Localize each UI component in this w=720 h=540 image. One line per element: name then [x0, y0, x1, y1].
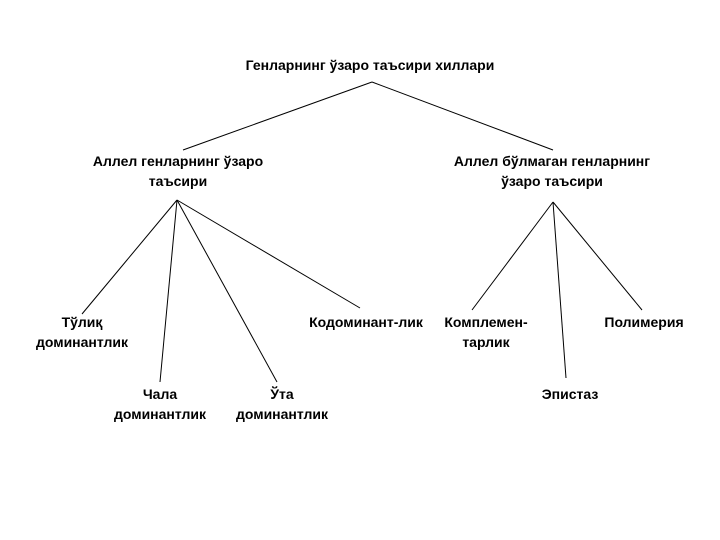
edge-allelic-full	[81, 199, 178, 315]
polymery-label: Полимерия	[604, 314, 684, 330]
complementarity-label-line2: тарлик	[462, 334, 510, 350]
codominance-node: Кодоминант-лик	[296, 312, 436, 332]
edge-nonallelic-complementarity	[471, 201, 554, 311]
full-dominance-label-line1: Тўлиқ	[61, 314, 103, 330]
edge-allelic-codominance	[176, 199, 361, 309]
epistasis-label: Эпистаз	[541, 386, 599, 402]
allelic-label-line2: таъсири	[148, 173, 208, 189]
incomplete-dominance-label-line1: Чала	[142, 386, 178, 402]
epistasis-node: Эпистаз	[510, 384, 630, 404]
edge-root-nonallelic	[371, 81, 554, 151]
complementarity-label-line1: Комплемен-	[444, 314, 528, 330]
overdominance-label-line1: Ўта	[270, 386, 294, 402]
incomplete-dominance-label-line2: доминантлик	[113, 406, 207, 422]
overdominance-node: Ўта доминантлик	[212, 384, 352, 424]
edge-nonallelic-polymery	[552, 201, 643, 311]
full-dominance-label-line2: доминантлик	[35, 334, 129, 350]
nonallelic-label-line2: ўзаро таъсири	[501, 173, 603, 189]
edge-allelic-over	[176, 199, 278, 383]
allelic-label-line1: Аллел генларнинг ўзаро	[92, 153, 264, 169]
edge-root-allelic	[182, 81, 373, 151]
root-label: Генларнинг ўзаро таъсири хиллари	[245, 57, 495, 73]
allelic-node: Аллел генларнинг ўзаро таъсири	[62, 151, 294, 191]
nonallelic-node: Аллел бўлмаган генларнинг ўзаро таъсири	[420, 151, 684, 191]
full-dominance-node: Тўлиқ доминантлик	[12, 312, 152, 352]
polymery-node: Полимерия	[582, 312, 706, 332]
overdominance-label-line2: доминантлик	[235, 406, 329, 422]
codominance-label: Кодоминант-лик	[309, 314, 423, 330]
edge-nonallelic-epistasis	[552, 201, 567, 379]
nonallelic-label-line1: Аллел бўлмаган генларнинг	[453, 153, 651, 169]
root-node: Генларнинг ўзаро таъсири хиллари	[200, 55, 540, 75]
edge-allelic-incomplete	[159, 199, 178, 383]
complementarity-node: Комплемен- тарлик	[420, 312, 552, 352]
incomplete-dominance-node: Чала доминантлик	[90, 384, 230, 424]
